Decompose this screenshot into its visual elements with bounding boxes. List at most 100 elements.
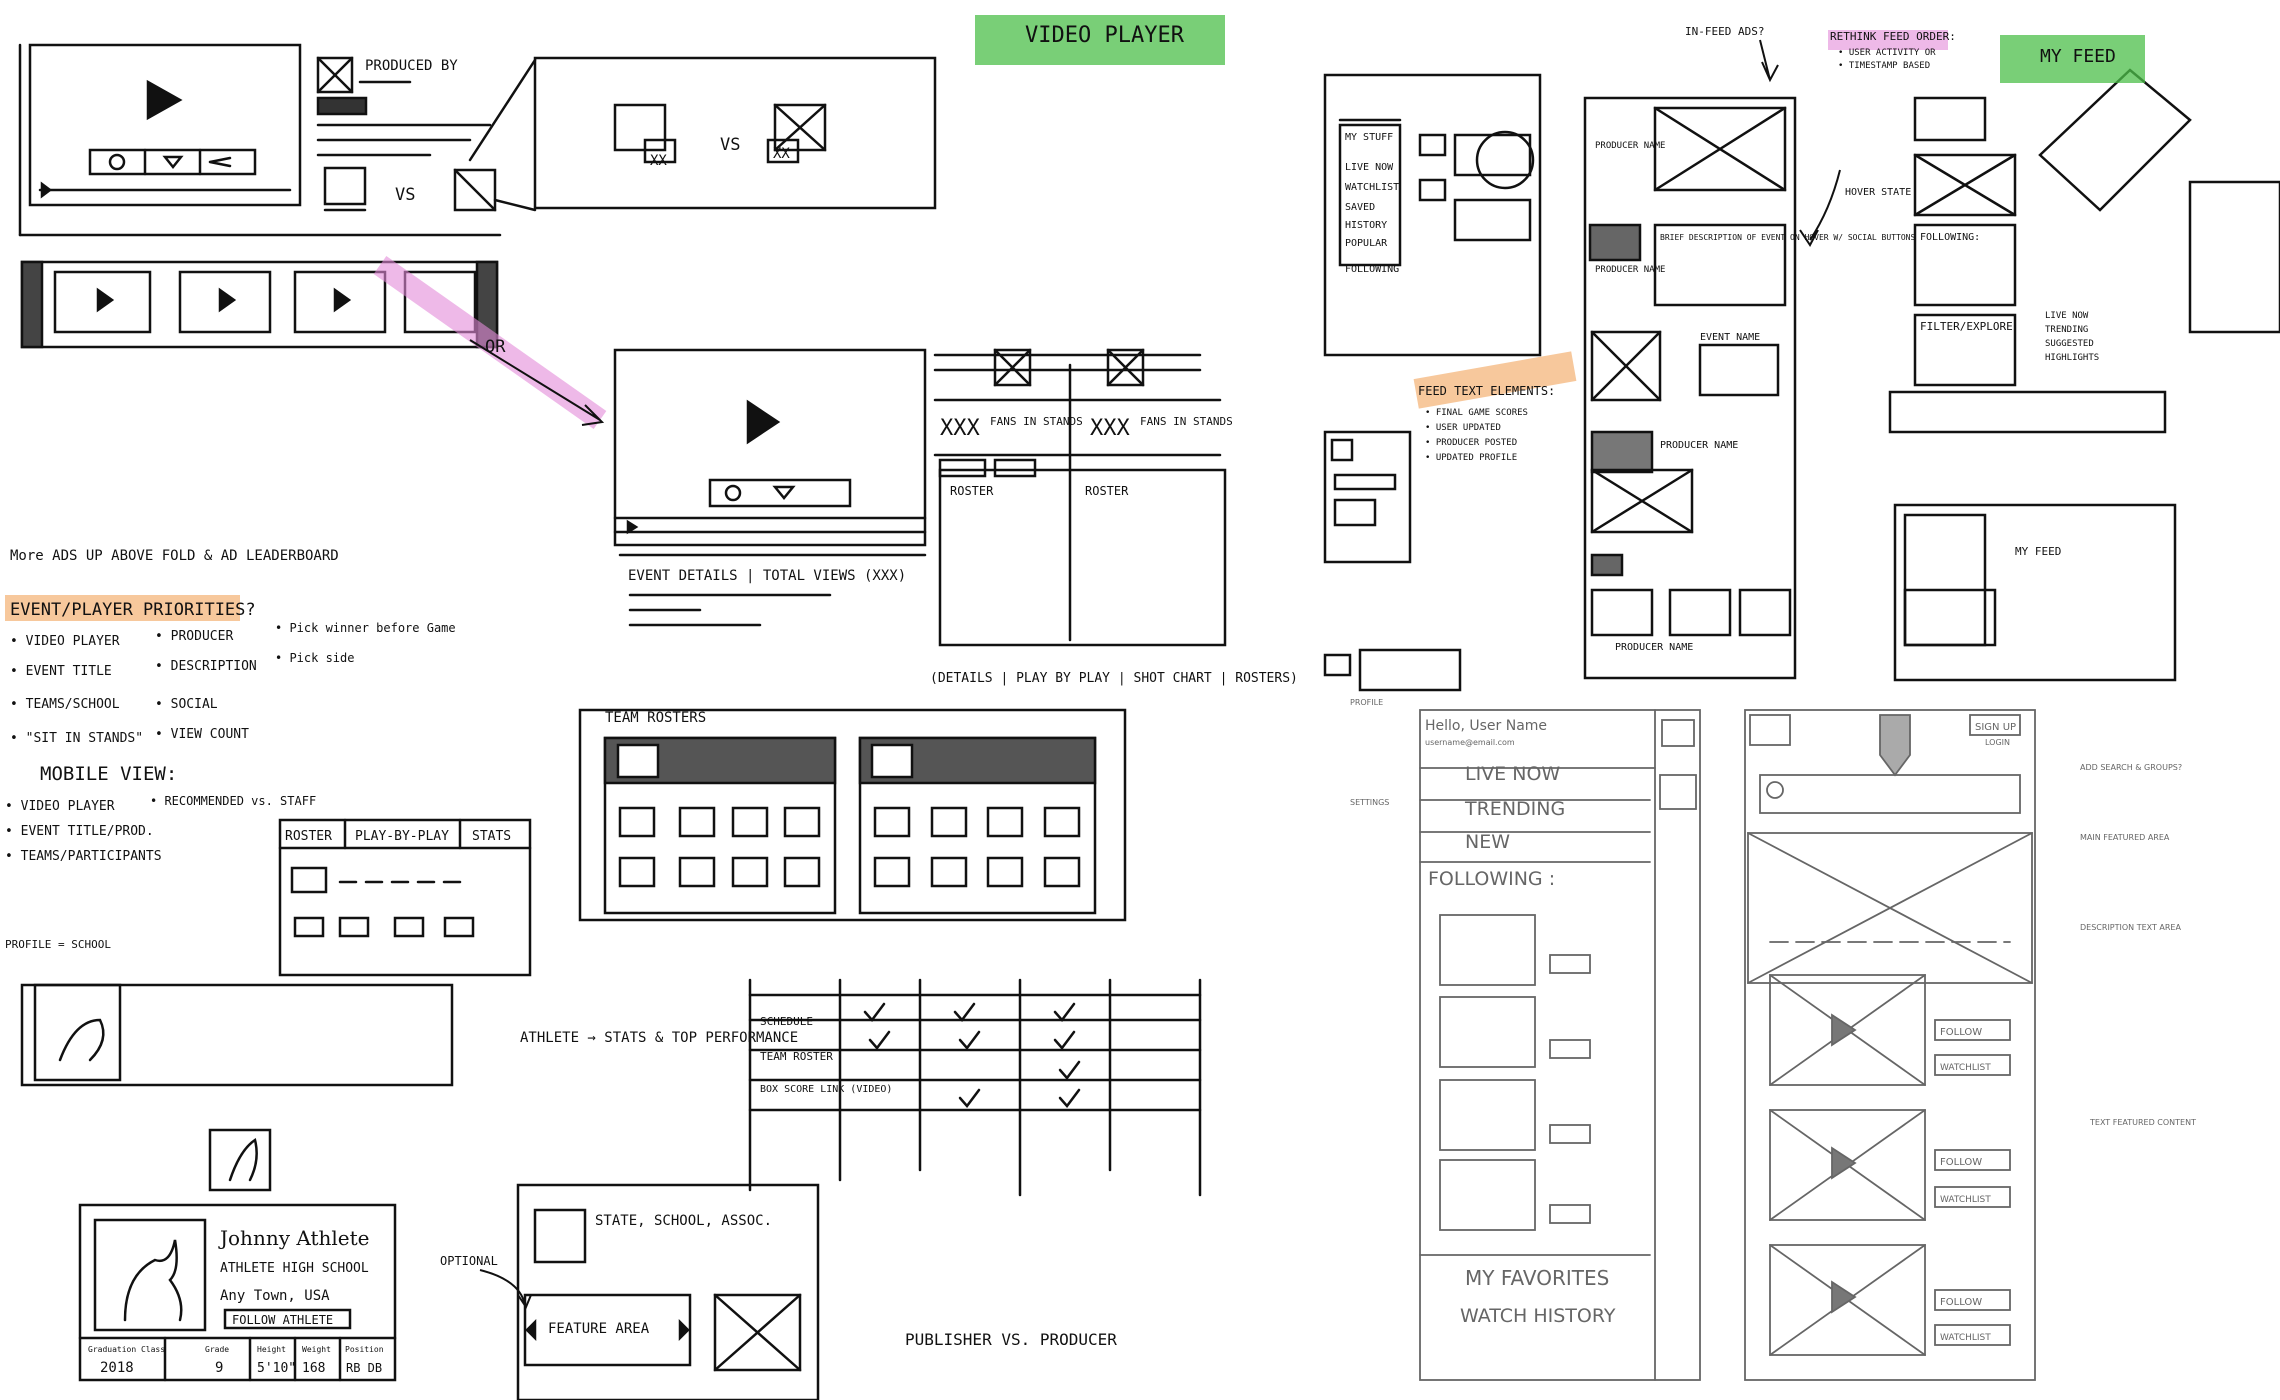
xx-label-1: XX bbox=[650, 153, 667, 169]
priority-col2-2: • SOCIAL bbox=[155, 697, 218, 712]
sign-up-button[interactable]: SIGN UP bbox=[1975, 722, 2016, 733]
xxx-left: XXX bbox=[940, 416, 980, 441]
menu-trending[interactable]: TRENDING bbox=[1464, 798, 1565, 820]
mobile-item-2: • TEAMS/PARTICIPANTS bbox=[5, 849, 162, 864]
stat-header-4: Position bbox=[345, 1345, 384, 1354]
filter-item-0[interactable]: LIVE NOW bbox=[2045, 311, 2089, 321]
event-details-label: EVENT DETAILS | TOTAL VIEWS (XXX) bbox=[628, 568, 906, 584]
hover-state-label: HOVER STATE bbox=[1845, 187, 1911, 198]
details-footer: (DETAILS | PLAY BY PLAY | SHOT CHART | R… bbox=[930, 671, 1298, 686]
event-name-1: EVENT NAME bbox=[1700, 332, 1760, 343]
feed-main-sketch bbox=[1583, 96, 1797, 680]
state-school-label: STATE, SCHOOL, ASSOC. bbox=[595, 1213, 772, 1229]
menu-live-now[interactable]: LIVE NOW bbox=[1465, 763, 1560, 785]
nav-item-0[interactable]: MY STUFF bbox=[1345, 132, 1393, 143]
tab-roster: ROSTER bbox=[285, 829, 332, 844]
annot-featured: MAIN FEATURED AREA bbox=[2080, 833, 2170, 842]
tab-play-by-play: PLAY-BY-PLAY bbox=[355, 829, 449, 844]
feed-text-item-1: • USER UPDATED bbox=[1425, 423, 1501, 433]
athlete-stats-table bbox=[748, 978, 1202, 1197]
rethink-item-1: • TIMESTAMP BASED bbox=[1838, 61, 1930, 71]
nav-item-3[interactable]: SAVED bbox=[1345, 202, 1375, 213]
stat-value-1: 9 bbox=[215, 1360, 223, 1376]
settings-side-label: SETTINGS bbox=[1350, 798, 1389, 807]
stat-header-3: Weight bbox=[302, 1345, 331, 1354]
profile-side-label: PROFILE bbox=[1350, 698, 1383, 707]
publisher-vs-producer: PUBLISHER VS. PRODUCER bbox=[905, 1330, 1117, 1349]
stat-value-2: 5'10" bbox=[257, 1361, 296, 1376]
mobile-item-3: • RECOMMENDED vs. STAFF bbox=[150, 794, 316, 808]
my-feed-title: MY FEED bbox=[2040, 46, 2116, 67]
produced-by-label: PRODUCED BY bbox=[365, 58, 458, 74]
priorities-heading: EVENT/PLAYER PRIORITIES? bbox=[10, 600, 256, 620]
stat-header-2: Height bbox=[257, 1345, 286, 1354]
nav-item-5[interactable]: POPULAR bbox=[1345, 238, 1388, 249]
nav-item-1[interactable]: LIVE NOW bbox=[1345, 162, 1394, 173]
fans-left: FANS IN STANDS bbox=[990, 415, 1083, 428]
rethink-item-0: • USER ACTIVITY OR bbox=[1838, 48, 1936, 58]
mobile-item-1: • EVENT TITLE/PROD. bbox=[5, 824, 154, 839]
state-school-sketch bbox=[516, 1183, 820, 1400]
follow-button-2[interactable]: FOLLOW bbox=[1940, 1157, 1982, 1168]
table-row-schedule: SCHEDULE bbox=[760, 1015, 813, 1028]
fans-right: FANS IN STANDS bbox=[1140, 415, 1233, 428]
arrow-optional bbox=[479, 1269, 532, 1310]
watch-history[interactable]: WATCH HISTORY bbox=[1460, 1305, 1616, 1327]
mobile-feed-sketch bbox=[1744, 709, 2036, 1381]
filter-item-1[interactable]: TRENDING bbox=[2045, 325, 2088, 335]
highlight-pink-arrow bbox=[373, 256, 607, 429]
profile-banner bbox=[20, 983, 454, 1087]
match-panel bbox=[933, 348, 1227, 647]
watchlist-button-2[interactable]: WATCHLIST bbox=[1940, 1195, 1991, 1205]
feed-sidebar-sketch bbox=[1323, 73, 1542, 357]
highlight-green-video bbox=[975, 15, 1225, 65]
video-player-sketch bbox=[18, 43, 502, 237]
athlete-card bbox=[78, 1128, 397, 1382]
tab-stats: STATS bbox=[472, 829, 511, 844]
follow-athlete-button[interactable]: FOLLOW ATHLETE bbox=[232, 1313, 333, 1327]
highlight-orange-feed bbox=[1413, 351, 1577, 409]
following-label: FOLLOWING: bbox=[1920, 232, 1980, 243]
mobile-view-heading: MOBILE VIEW: bbox=[40, 763, 177, 785]
follow-button-3[interactable]: FOLLOW bbox=[1940, 1297, 1982, 1308]
team-rosters-title: TEAM ROSTERS bbox=[605, 710, 706, 726]
annot-text: DESCRIPTION TEXT AREA bbox=[2080, 923, 2181, 932]
producer-name-1: PRODUCER NAME bbox=[1595, 141, 1665, 151]
athlete-school: ATHLETE HIGH SCHOOL bbox=[220, 1261, 369, 1276]
nav-item-6[interactable]: FOLLOWING bbox=[1345, 264, 1399, 275]
table-row-boxscore: BOX SCORE LINK (VIDEO) bbox=[760, 1084, 892, 1095]
mobile-item-0: • VIDEO PLAYER bbox=[5, 799, 115, 814]
watchlist-button-1[interactable]: WATCHLIST bbox=[1940, 1063, 1991, 1073]
profile-school-label: PROFILE = SCHOOL bbox=[5, 938, 111, 951]
priority-col1-1: • EVENT TITLE bbox=[10, 664, 112, 679]
athlete-stats-label: ATHLETE → STATS & TOP PERFORMANCE bbox=[520, 1030, 798, 1046]
highlight-orange-priorities bbox=[5, 595, 240, 621]
my-feed-small: MY FEED bbox=[2015, 545, 2061, 558]
nav-item-4[interactable]: HISTORY bbox=[1345, 220, 1387, 231]
priority-col2-0: • PRODUCER bbox=[155, 629, 233, 644]
my-favorites[interactable]: MY FAVORITES bbox=[1465, 1266, 1609, 1290]
video-player-title: VIDEO PLAYER bbox=[1025, 23, 1185, 48]
nav-item-2[interactable]: WATCHLIST bbox=[1345, 182, 1399, 193]
more-ads-note: More ADS UP ABOVE FOLD & AD LEADERBOARD bbox=[10, 548, 339, 564]
mobile-menu-sketch bbox=[1419, 709, 1701, 1381]
follow-button-1[interactable]: FOLLOW bbox=[1940, 1027, 1982, 1038]
feed-text-heading: FEED TEXT ELEMENTS: bbox=[1418, 384, 1555, 398]
roster-right: ROSTER bbox=[1085, 484, 1129, 498]
vs-label-2: VS bbox=[720, 135, 740, 155]
login-link[interactable]: LOGIN bbox=[1985, 738, 2010, 747]
xxx-right: XXX bbox=[1090, 416, 1130, 441]
feed-text-item-2: • PRODUCER POSTED bbox=[1425, 438, 1517, 448]
filter-explore-label[interactable]: FILTER/EXPLORE bbox=[1920, 320, 2013, 333]
filter-item-3[interactable]: HIGHLIGHTS bbox=[2045, 353, 2099, 363]
arrow-in-feed bbox=[1759, 39, 1779, 83]
menu-new[interactable]: NEW bbox=[1465, 831, 1510, 853]
watchlist-button-3[interactable]: WATCHLIST bbox=[1940, 1333, 1991, 1343]
producer-panel bbox=[316, 56, 537, 212]
producer-name-3: PRODUCER NAME bbox=[1660, 440, 1738, 451]
following-section-label: FOLLOWING : bbox=[1428, 868, 1555, 890]
filter-item-2[interactable]: SUGGESTED bbox=[2045, 339, 2094, 349]
arrow-hover-state bbox=[1799, 169, 1841, 247]
highlight-green-feed bbox=[2000, 35, 2145, 83]
